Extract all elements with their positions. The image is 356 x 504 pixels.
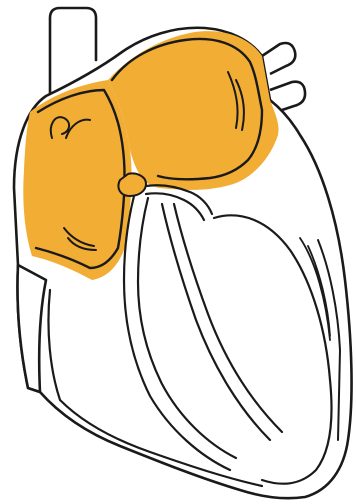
av-node [118,173,146,196]
great-vessel-upper [262,43,295,74]
